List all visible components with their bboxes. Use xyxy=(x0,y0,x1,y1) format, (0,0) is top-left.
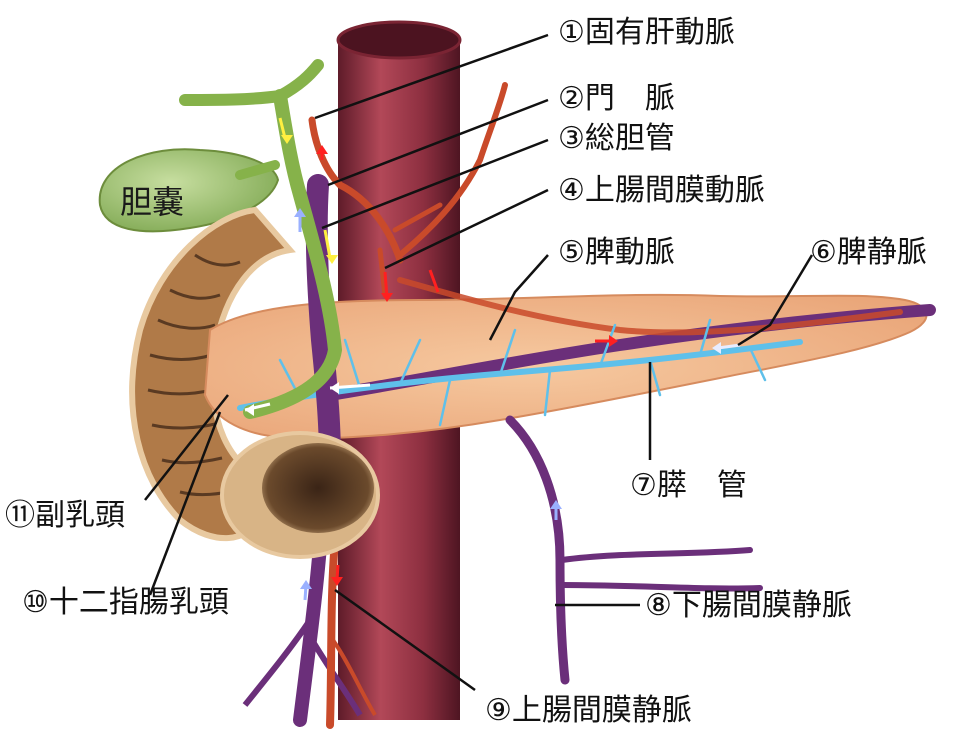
label-major-papilla: ⑩十二指腸乳頭 xyxy=(22,585,229,620)
label-pancreatic-duct: ⑦膵 管 xyxy=(630,468,747,503)
label-splenic-vein: ⑥脾静脈 xyxy=(810,235,927,270)
label-minor-papilla: ⑪副乳頭 xyxy=(5,498,125,533)
label-hepatic-artery: ①固有肝動脈 xyxy=(558,15,735,50)
superior-mesenteric-artery xyxy=(330,540,335,725)
label-imv: ⑧下腸間膜静脈 xyxy=(645,588,852,623)
imv-branch xyxy=(562,550,750,560)
label-portal-vein: ②門 脈 xyxy=(558,81,675,116)
label-sma: ④上腸間膜動脈 xyxy=(558,173,765,208)
label-common-bile-duct: ③総胆管 xyxy=(558,121,675,156)
label-smv: ⑨上腸間膜静脈 xyxy=(485,693,692,728)
label-gallbladder: 胆嚢 xyxy=(120,183,184,221)
duodenum-cross-section xyxy=(222,433,378,557)
inferior-mesenteric-vein xyxy=(510,420,565,680)
label-splenic-artery: ⑤脾動脈 xyxy=(558,235,675,270)
